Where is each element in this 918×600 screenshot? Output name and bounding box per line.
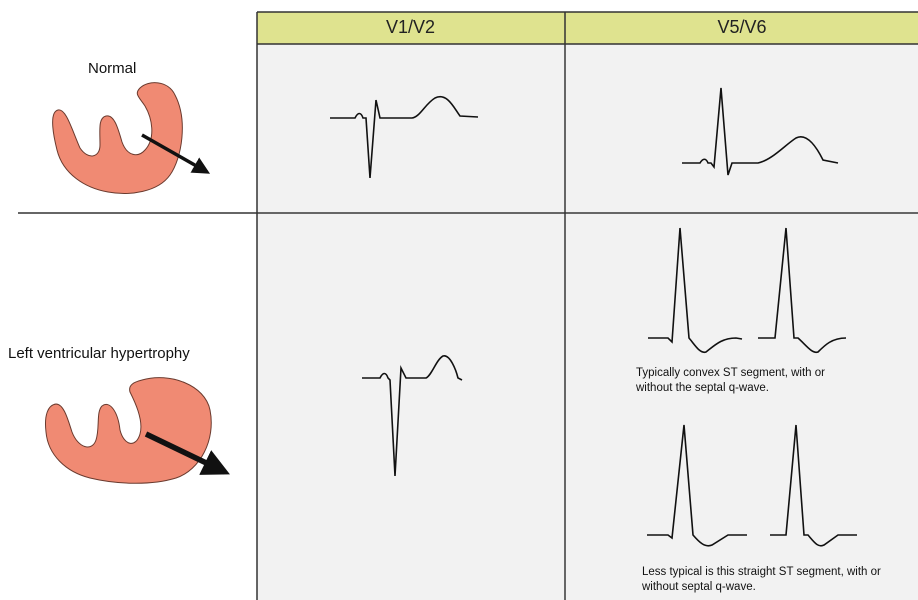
ecg-lvh-straight-1: [647, 425, 747, 546]
ecg-lvh-convex-2: [758, 228, 846, 352]
ecg-lvh-straight-2: [770, 425, 857, 546]
ecg-lvh-convex-1: [648, 228, 742, 352]
ecg-lvh-v1v2: [362, 356, 462, 476]
ecg-normal-v1v2: [330, 97, 478, 178]
heart-lvh-icon: [45, 378, 225, 484]
caption-convex-st: Typically convex ST segment, with or wit…: [636, 366, 856, 396]
heart-normal-icon: [53, 83, 207, 194]
ecg-normal-v5v6: [682, 88, 838, 175]
caption-straight-st: Less typical is this straight ST segment…: [642, 565, 887, 595]
